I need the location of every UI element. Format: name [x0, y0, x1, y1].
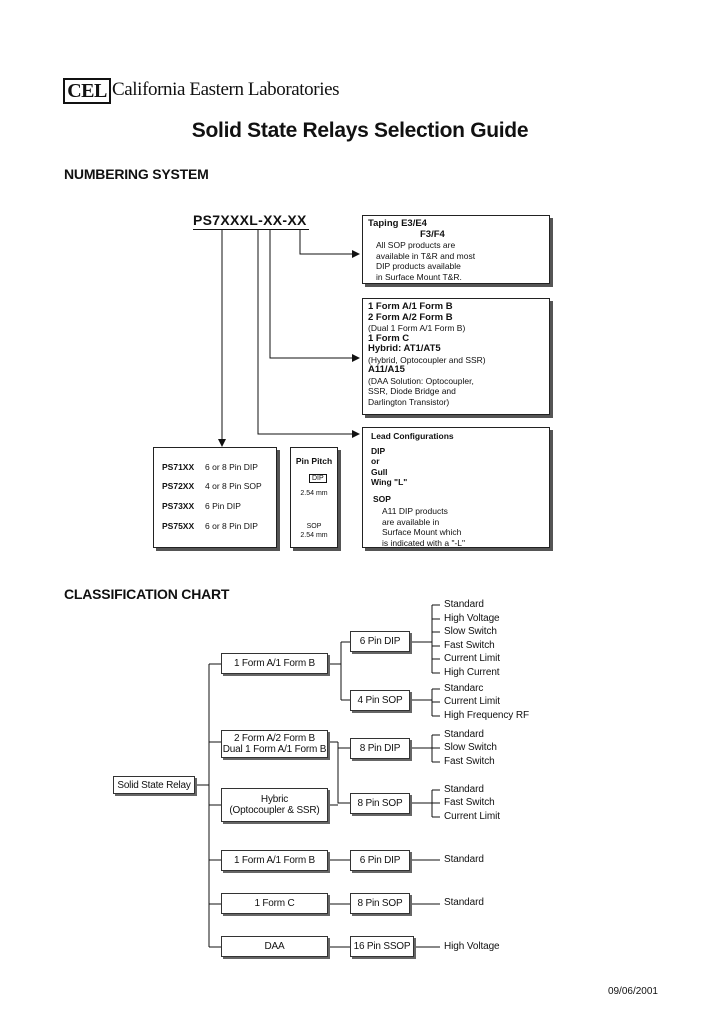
leaf-item: Standard	[444, 729, 484, 740]
category-node: DAA	[221, 936, 328, 957]
forms-line: Darlington Transistor)	[368, 396, 450, 407]
leaf-item: Standarc	[444, 683, 484, 694]
package-node: 6 Pin DIP	[350, 850, 410, 871]
lead-dip-line: Gull	[371, 466, 388, 477]
taping-note: in Surface Mount T&R.	[376, 271, 462, 282]
family-desc: 6 or 8 Pin DIP	[205, 462, 258, 472]
package-node: 4 Pin SOP	[350, 690, 410, 711]
lead-note: Surface Mount which	[382, 527, 462, 537]
package-node: 6 Pin DIP	[350, 631, 410, 652]
lead-sop-label: SOP	[373, 493, 391, 504]
leaf-item: Standard	[444, 897, 484, 908]
lead-note: is indicated with a "-L"	[382, 537, 466, 548]
category-node: 1 Form C	[221, 893, 328, 914]
taping-note: available in T&R and most	[376, 250, 476, 261]
family-code: PS75XX	[162, 521, 195, 531]
pin-pitch-dip-label: DIP	[309, 474, 327, 483]
taping-box: Taping E3/E4 F3/F4 All SOP products are …	[362, 215, 550, 284]
package-node: 8 Pin SOP	[350, 793, 410, 814]
forms-line: (Hybrid, Optocoupler and SSR)	[368, 354, 486, 365]
forms-line: 1 Form C	[368, 332, 410, 344]
family-code: PS71XX	[162, 462, 195, 472]
category-node: Hybric (Optocoupler & SSR)	[221, 788, 328, 822]
taping-note: All SOP products are	[376, 240, 456, 250]
package-node: 8 Pin DIP	[350, 738, 410, 759]
leaf-item: Standard	[444, 599, 484, 610]
taping-line1: Taping E3/E4	[368, 218, 427, 229]
family-desc: 6 or 8 Pin DIP	[205, 521, 258, 531]
pin-pitch-sop-value: 2.54 mm	[300, 532, 328, 539]
part-number: PS7XXXL-XX-XX	[193, 212, 307, 228]
taping-line2: F3/F4	[420, 228, 445, 240]
company-name: California Eastern Laboratories	[112, 79, 340, 100]
leaf-item: High Frequency RF	[444, 710, 529, 721]
document-date: 09/06/2001	[607, 986, 658, 997]
category-node: 1 Form A/1 Form B	[221, 653, 328, 674]
forms-line: A11/A15	[368, 364, 405, 375]
leaf-item: Slow Switch	[444, 742, 497, 753]
lead-note: A11 DIP products	[382, 506, 448, 516]
leaf-item: Fast Switch	[444, 756, 495, 767]
lead-config-title: Lead Configurations	[371, 431, 454, 441]
leaf-item: Fast Switch	[444, 797, 495, 808]
numbering-heading: NUMBERING SYSTEM	[64, 166, 209, 182]
family-code: PS72XX	[162, 481, 195, 491]
leaf-item: High Voltage	[444, 941, 500, 952]
family-row: PS71XX 6 or 8 Pin DIP	[162, 462, 258, 472]
root-node: Solid State Relay	[113, 776, 195, 794]
family-code: PS73XX	[162, 501, 195, 511]
lead-dip-line: DIP	[371, 445, 386, 456]
category-node: 2 Form A/2 Form B Dual 1 Form A/1 Form B	[221, 730, 328, 758]
forms-line: 2 Form A/2 Form B	[368, 311, 453, 323]
family-row: PS75XX 6 or 8 Pin DIP	[162, 521, 258, 531]
package-node: 16 Pin SSOP	[350, 936, 414, 957]
family-desc: 4 or 8 Pin SOP	[205, 481, 262, 491]
leaf-item: High Voltage	[444, 613, 500, 624]
forms-line: 1 Form A/1 Form B	[368, 301, 453, 312]
lead-dip-line: Wing "L"	[371, 477, 408, 487]
classification-heading: CLASSIFICATION CHART	[64, 586, 230, 602]
leaf-item: Current Limit	[444, 696, 500, 707]
taping-note: DIP products available	[376, 261, 461, 271]
lead-config-box: Lead Configurations DIP or Gull Wing "L"…	[362, 427, 550, 548]
pin-pitch-box: Pin Pitch DIP 2.54 mm SOP 2.54 mm	[290, 447, 338, 548]
leaf-item: High Current	[444, 667, 500, 678]
part-number-underline	[193, 229, 309, 230]
leaf-item: Current Limit	[444, 653, 500, 664]
pin-pitch-sop-label: SOP	[306, 523, 322, 530]
family-row: PS72XX 4 or 8 Pin SOP	[162, 481, 262, 491]
forms-line: SSR, Diode Bridge and	[368, 386, 456, 396]
package-node: 8 Pin SOP	[350, 893, 410, 914]
lead-note: are available in	[382, 516, 440, 527]
family-row: PS73XX 6 Pin DIP	[162, 501, 241, 511]
families-box: PS71XX 6 or 8 Pin DIP PS72XX 4 or 8 Pin SO…	[153, 447, 277, 548]
forms-line: (Dual 1 Form A/1 Form B)	[368, 323, 466, 333]
leaf-item: Slow Switch	[444, 626, 497, 637]
page-title: Solid State Relays Selection Guide	[191, 119, 529, 142]
family-desc: 6 Pin DIP	[205, 501, 241, 511]
forms-line: (DAA Solution: Optocoupler,	[368, 375, 474, 386]
leaf-item: Fast Switch	[444, 640, 495, 651]
leaf-item: Standard	[444, 854, 484, 865]
pin-pitch-title: Pin Pitch	[295, 456, 333, 466]
category-node: 1 Form A/1 Form B	[221, 850, 328, 871]
lead-dip-line: or	[371, 456, 380, 466]
company-logo: CEL	[63, 78, 111, 104]
forms-line: Hybrid: AT1/AT5	[368, 343, 441, 354]
pin-pitch-dip-value: 2.54 mm	[300, 490, 328, 497]
leaf-item: Current Limit	[444, 811, 500, 822]
leaf-item: Standard	[444, 784, 484, 795]
